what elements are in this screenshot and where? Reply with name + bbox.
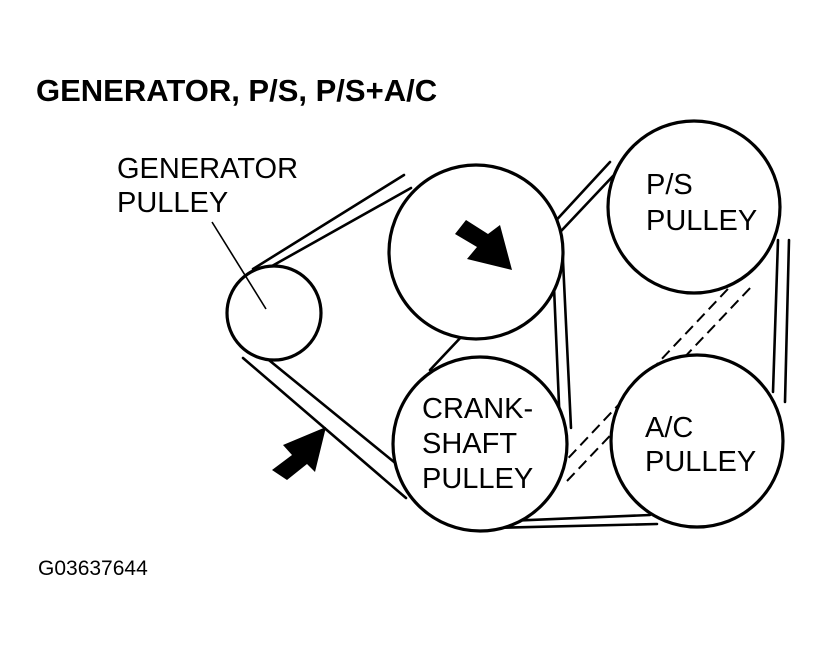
ac-pulley-label-line2: PULLEY	[645, 446, 756, 478]
rotation-arrow-lower-icon	[272, 427, 326, 480]
diagram-title: GENERATOR, P/S, P/S+A/C	[36, 73, 437, 108]
belt-generator-to-crank-inner	[257, 350, 412, 477]
crankshaft-pulley-label-line2: SHAFT	[422, 428, 517, 460]
generator-pulley-label-line1: GENERATOR	[117, 153, 298, 185]
belt-alternate-route-dashed-2	[566, 285, 753, 482]
crankshaft-pulley-label-line3: PULLEY	[422, 463, 533, 495]
belt-ps-to-ac-right	[783, 238, 791, 404]
rotation-arrow-upper-icon	[455, 220, 512, 270]
ps-pulley	[606, 119, 782, 295]
generator-pulley-leader-line	[211, 221, 267, 310]
belt-idler-to-crank-right	[560, 238, 573, 430]
ac-pulley-label-line1: A/C	[645, 412, 693, 444]
belt-generator-to-idler-inner	[270, 186, 413, 268]
belt-ps-to-ac-left	[771, 238, 780, 394]
ps-pulley-label-line2: PULLEY	[646, 205, 757, 237]
figure-code: G03637644	[38, 557, 148, 580]
crankshaft-pulley	[391, 355, 569, 533]
belt-alternate-route-dashed-1	[556, 273, 743, 471]
ps-pulley-label-line1: P/S	[646, 169, 693, 201]
belt-generator-to-idler-outer	[251, 173, 406, 271]
belt-crank-to-ac-bottom-upper	[505, 513, 652, 523]
belt-crank-to-ac-bottom-lower	[490, 522, 659, 530]
generator-pulley-label-line2: PULLEY	[117, 187, 228, 219]
crankshaft-pulley-label-line1: CRANK-	[422, 393, 533, 425]
generator-pulley	[225, 264, 323, 362]
ac-pulley	[609, 353, 785, 529]
